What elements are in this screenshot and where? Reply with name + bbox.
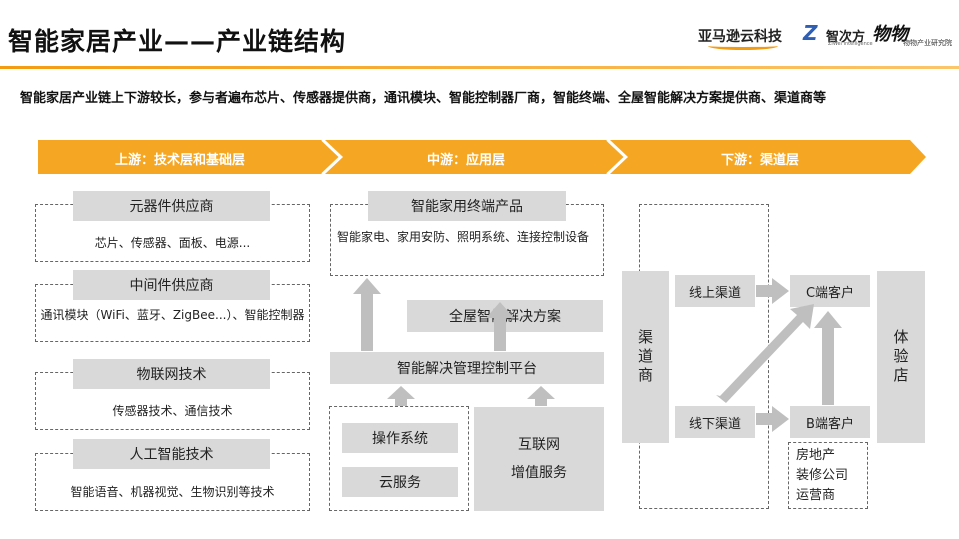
- midstream-cloud-box: 云服务: [342, 467, 458, 497]
- upstream-desc-iot: 传感器技术、通信技术: [112, 404, 233, 418]
- downstream-b-customer-box: B端客户: [790, 406, 870, 438]
- midstream-title-terminal: 智能家用终端产品: [368, 191, 566, 221]
- midstream-internet-box: 互联网 增值服务: [474, 407, 604, 511]
- arrow-b-to-c: [814, 311, 842, 405]
- downstream-channel-box: 渠道商: [622, 271, 669, 443]
- midstream-internet-label: 互联网: [518, 437, 560, 453]
- upstream-title-iot: 物联网技术: [73, 359, 270, 389]
- header-divider: [0, 66, 959, 69]
- zhicifang-logo-text: 智次方: [826, 30, 866, 45]
- amazon-logo-text: 亚马逊云科技: [698, 29, 782, 45]
- upstream-desc-middleware: 通讯模块（WiFi、蓝牙、ZigBee...）、智能控制器: [40, 308, 305, 322]
- upstream-title-components: 元器件供应商: [73, 191, 270, 221]
- upstream-title-middleware: 中间件供应商: [73, 270, 270, 300]
- b-list-item-real-estate: 房地产: [796, 448, 836, 463]
- midstream-value-added-label: 增值服务: [511, 465, 567, 481]
- arrow-platform-to-terminal: [353, 278, 381, 351]
- upstream-title-ai: 人工智能技术: [73, 439, 270, 469]
- zhicifang-logo-subtext: ZiWei Intelligence: [828, 41, 873, 47]
- upstream-desc-ai: 智能语音、机器视觉、生物识别等技术: [70, 485, 275, 499]
- downstream-c-customer-box: C端客户: [790, 275, 870, 307]
- stage-label-midstream: 中游：应用层: [426, 153, 505, 168]
- stage-arrow-downstream: [610, 140, 926, 174]
- stage-label-downstream: 下游：渠道层: [720, 153, 799, 168]
- intro-text: 智能家居产业链上下游较长，参与者遍布芯片、传感器提供商，通讯模块、智能控制器厂商…: [20, 91, 827, 106]
- arrow-online-to-c: [756, 278, 789, 304]
- arrow-os-to-platform: [387, 386, 415, 406]
- b-list-item-decoration: 装修公司: [796, 468, 849, 483]
- arrow-platform-to-solution: [486, 302, 514, 351]
- midstream-os-box: 操作系统: [342, 423, 458, 453]
- arrow-offline-to-c: [716, 304, 814, 403]
- b-list-item-operator: 运营商: [796, 488, 836, 503]
- downstream-online-box: 线上渠道: [675, 275, 755, 307]
- upstream-desc-components: 芯片、传感器、面板、电源...: [94, 236, 251, 250]
- downstream-b-list: 房地产 装修公司 运营商: [796, 446, 848, 506]
- amazon-smile-icon: [708, 42, 778, 50]
- page-title: 智能家居产业——产业链结构: [8, 27, 347, 56]
- midstream-box-os-cloud: [329, 406, 469, 511]
- stage-label-upstream: 上游：技术层和基础层: [114, 153, 245, 168]
- wuwu-logo-text: 物物: [872, 24, 908, 45]
- zhicifang-logo-icon: Z: [803, 21, 818, 45]
- stage-banner: [38, 140, 926, 175]
- downstream-experience-box: 体验店: [877, 271, 925, 443]
- stage-arrow-midstream: [325, 140, 625, 174]
- arrow-internet-to-platform: [527, 386, 555, 406]
- midstream-arrows: [353, 278, 555, 406]
- stage-arrow-upstream: [38, 140, 340, 174]
- midstream-desc-terminal: 智能家电、家用安防、照明系统、连接控制设备: [337, 230, 590, 244]
- arrow-offline-to-b: [756, 406, 789, 432]
- downstream-arrows: [716, 278, 842, 432]
- downstream-offline-box: 线下渠道: [675, 406, 755, 438]
- wuwu-logo-subtext: 物物产业研究院: [903, 39, 952, 47]
- downstream-b-list-box: [788, 442, 868, 509]
- midstream-platform-box: 智能解决管理控制平台: [330, 352, 604, 384]
